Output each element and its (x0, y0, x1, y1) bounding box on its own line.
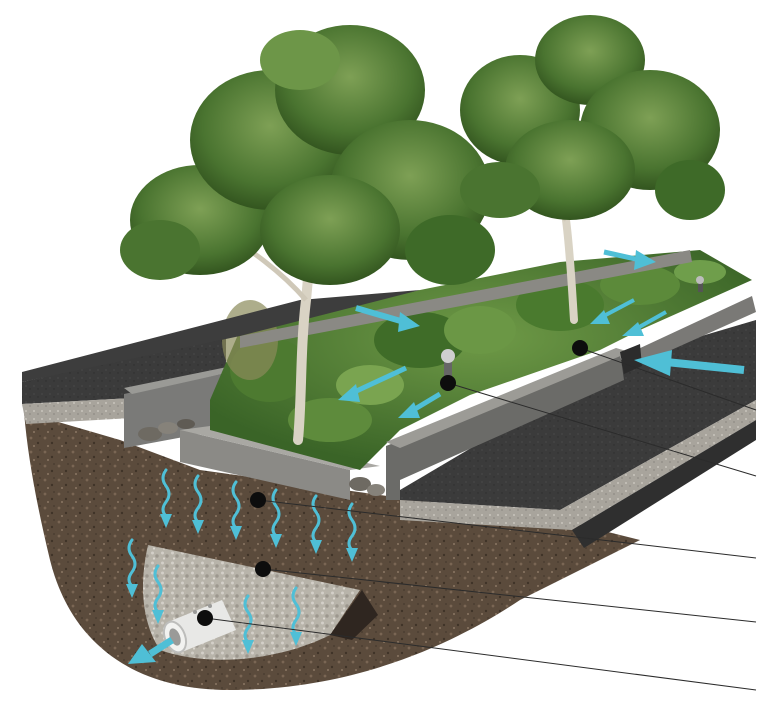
right-curb (386, 352, 624, 500)
callout-dot-4[interactable] (255, 561, 271, 577)
bollard-light-icon (441, 276, 704, 378)
infiltration-arrows (126, 468, 358, 654)
water-flow-arrow-icon (622, 310, 667, 336)
right-base-front (572, 420, 756, 548)
far-asphalt (22, 290, 420, 382)
callout-leader-2 (447, 382, 757, 477)
callout-leader-4 (262, 568, 757, 623)
far-right-curb (636, 296, 756, 364)
water-flow-arrow-icon (338, 365, 408, 402)
callout-dot-2[interactable] (440, 375, 456, 391)
callout-dot-1[interactable] (572, 340, 588, 356)
gravel-trench-edge (330, 590, 378, 640)
callout-dots (197, 340, 588, 626)
water-flow-arrow-icon (355, 305, 420, 332)
callout-leader-5 (204, 617, 757, 691)
left-curb-top (124, 366, 240, 394)
curb-cut-inlet (620, 344, 642, 374)
right-street-base (400, 400, 756, 530)
callout-leader-1 (579, 347, 757, 411)
right-curb-top (386, 348, 630, 448)
water-flow-arrow-icon (603, 249, 656, 270)
planter-inner-curb (180, 430, 350, 500)
far-curb (240, 250, 692, 348)
callout-dot-3[interactable] (250, 492, 266, 508)
callout-dot-5[interactable] (197, 610, 213, 626)
tree-icon-right (460, 15, 725, 324)
callout-leaders (204, 347, 757, 691)
tree-icon-left (120, 25, 495, 445)
water-flow-arrow-icon (590, 298, 635, 324)
callout-leader-3 (257, 499, 757, 559)
inlet-arrow-icon (634, 350, 745, 376)
water-flow-arrow-icon (128, 637, 174, 664)
water-flow-arrow-icon (398, 391, 442, 418)
riprap-stones (138, 419, 385, 496)
left-base-course (22, 398, 132, 424)
surface-runoff-arrows (128, 249, 745, 664)
